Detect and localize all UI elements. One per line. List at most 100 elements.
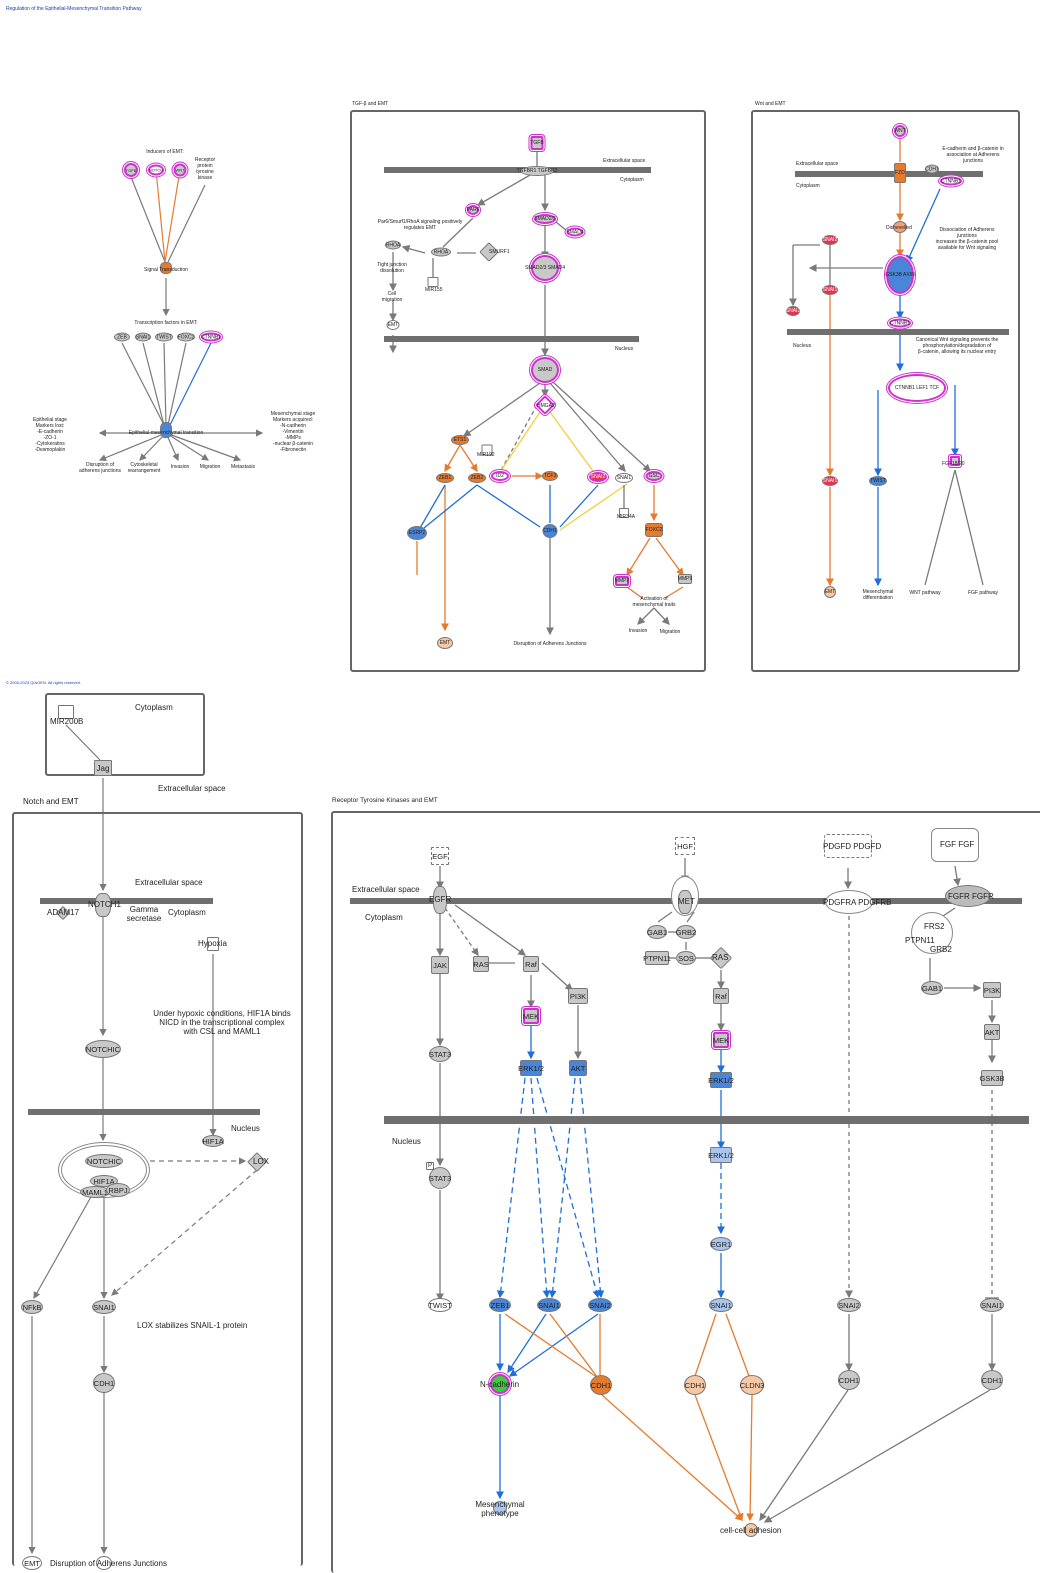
rtk-akt2[interactable]: AKT xyxy=(984,1024,1000,1040)
wnt-node-emt[interactable]: EMT xyxy=(824,586,836,598)
rtk-cdh1b[interactable]: CDH1 xyxy=(684,1375,706,1395)
rtk-cdh1d[interactable]: CDH1 xyxy=(981,1370,1003,1390)
tgf-node-tgfb[interactable]: TGFB xyxy=(530,136,544,150)
tgf-node-tcf3[interactable]: TCF3 xyxy=(542,471,558,481)
rtk-erk2[interactable]: ERK1/2 xyxy=(708,1072,734,1088)
tgf-node-emt[interactable]: EMT xyxy=(386,320,400,330)
wnt-node-fgf-shape[interactable] xyxy=(950,456,960,466)
wnt-node-frizzled[interactable]: FZD xyxy=(894,163,906,183)
emt-node[interactable] xyxy=(160,422,172,438)
wnt-node-ctnnb1a[interactable]: CTNNB1 xyxy=(940,176,962,186)
tf-zeb[interactable]: ZEB xyxy=(114,332,130,342)
rtk-mek[interactable]: MEK xyxy=(523,1008,539,1024)
notch-emt[interactable]: EMT xyxy=(22,1556,42,1570)
inducer-tgfb[interactable]: TGFB xyxy=(124,163,138,177)
tgf-node-smad-complex[interactable]: SMAD2/3 SMAD4 xyxy=(525,255,565,281)
tf-ctnnb1[interactable]: CTNNB1 xyxy=(201,332,222,342)
rtk-raf2[interactable]: Raf xyxy=(713,988,729,1004)
rtk-cldn3[interactable]: CLDN3 xyxy=(740,1375,764,1395)
rtk-raf[interactable]: Raf xyxy=(523,956,539,972)
rtk-mesenchymal-node[interactable] xyxy=(493,1501,507,1515)
tgf-node-snai1[interactable]: SNAI1 xyxy=(615,473,633,483)
tgf-node-rhoa[interactable]: RHOA xyxy=(385,240,401,250)
rtk-snai1[interactable]: SNAI1 xyxy=(537,1298,561,1312)
inducer-notch[interactable]: NOTCH xyxy=(148,164,164,176)
rtk-pdgf-box[interactable] xyxy=(824,834,872,858)
notch-notch1-shape[interactable] xyxy=(95,893,111,917)
rtk-akt[interactable]: AKT xyxy=(569,1060,587,1076)
notch-mir200b-shape[interactable] xyxy=(58,705,74,719)
tf-foxc2[interactable]: FOXC2 xyxy=(177,332,195,342)
tgf-node-smad23[interactable]: SMAD2/3 xyxy=(534,214,556,224)
tgf-node-foxc2[interactable]: FOXC2 xyxy=(645,523,663,537)
wnt-node-nuclear-complex[interactable]: CTNNB1 LEF1 TCF xyxy=(888,374,946,402)
tgf-node-mir192-shape[interactable] xyxy=(481,444,493,456)
tgf-node-zeb2[interactable]: ZEB2 xyxy=(468,473,486,483)
rtk-gsk3b[interactable]: GSK3B xyxy=(980,1070,1005,1086)
tf-twist[interactable]: TWIST xyxy=(155,332,173,342)
wnt-node-snai1b[interactable]: SNAI1 xyxy=(822,476,838,486)
notch-hypoxia-shape[interactable] xyxy=(207,937,219,951)
rtk-erk[interactable]: ERK1/2 xyxy=(518,1060,544,1076)
tgf-node-mmp2[interactable]: MMP2 xyxy=(614,576,630,586)
rtk-snai2b[interactable]: SNAI2 xyxy=(837,1298,861,1312)
tgf-node-snai2[interactable]: SNAI2 xyxy=(589,472,607,482)
rtk-adhesion-node[interactable] xyxy=(744,1523,758,1537)
wnt-node-snai1[interactable]: SNAI1 xyxy=(822,285,838,295)
tgf-node-mmp9[interactable]: MMP9 xyxy=(677,574,693,584)
tgf-node-tgfbr[interactable]: TGFBR1 TGFBR2 xyxy=(516,166,558,176)
rtk-jak[interactable]: JAK xyxy=(431,956,449,974)
rtk-fgf-box[interactable] xyxy=(931,828,979,862)
tgf-node-esrp2[interactable]: ESRP2 xyxy=(407,526,427,540)
rtk-cdh1[interactable]: CDH1 xyxy=(590,1375,612,1395)
rtk-egr1[interactable]: EGR1 xyxy=(710,1237,732,1251)
tgf-node-ets1[interactable]: ETS1 xyxy=(451,435,469,445)
tgf-node-rhoa2[interactable]: RHOA xyxy=(431,247,451,257)
notch-jag[interactable]: Jag xyxy=(94,760,112,776)
rtk-cdh1c[interactable]: CDH1 xyxy=(838,1370,860,1390)
rtk-stat3-nuc[interactable]: STAT3 xyxy=(429,1167,451,1189)
rtk-twist[interactable]: TWIST xyxy=(428,1298,452,1312)
rtk-pi3k[interactable]: PI3K xyxy=(568,988,588,1004)
rtk-frs2-complex[interactable] xyxy=(911,912,953,954)
rtk-ncadherin-shape[interactable] xyxy=(490,1374,510,1394)
rtk-pi3k2[interactable]: PI3K xyxy=(983,982,1001,998)
rtk-hgf[interactable]: HGF xyxy=(675,837,695,855)
tgf-node-cdh1[interactable]: CDH1 xyxy=(542,524,558,538)
tgf-node-gsc[interactable]: GSC xyxy=(645,471,663,481)
wnt-node-twist[interactable]: TWIST xyxy=(869,476,887,486)
signal-transduction-node[interactable] xyxy=(160,262,172,274)
tgf-node-mir34a-shape[interactable] xyxy=(619,508,629,518)
rtk-gab1[interactable]: GAB1 xyxy=(647,925,667,939)
tgf-node-par6[interactable]: PAR6 xyxy=(466,205,480,215)
notch-snai1[interactable]: SNAI1 xyxy=(92,1300,116,1314)
rtk-egf[interactable]: EGF xyxy=(431,847,449,865)
rtk-mek2[interactable]: MEK xyxy=(713,1032,729,1048)
rtk-pdgfr-shape[interactable] xyxy=(825,890,873,914)
rtk-ptpn11[interactable]: PTPN11 xyxy=(643,951,671,965)
rtk-fgfr-shape[interactable] xyxy=(945,885,991,907)
rtk-stat3[interactable]: STAT3 xyxy=(429,1046,451,1062)
wnt-node-cdh1[interactable]: CDH1 xyxy=(925,164,939,174)
wnt-node-ctnnb1c[interactable]: CTNNB1 xyxy=(889,318,911,328)
notch-nfkb[interactable]: NFkB xyxy=(21,1300,43,1314)
rtk-ras[interactable]: RAS xyxy=(473,956,489,972)
inducer-wnt[interactable]: WNT xyxy=(173,163,187,177)
rtk-sos[interactable]: SOS xyxy=(676,951,696,965)
tgf-node-mir155-shape[interactable] xyxy=(427,277,439,287)
tf-snai1[interactable]: SNAI1 xyxy=(135,332,151,342)
wnt-node-wnt[interactable]: WNT xyxy=(894,125,906,137)
rtk-grb2[interactable]: GRB2 xyxy=(676,925,696,939)
rtk-snai2[interactable]: SNAI2 xyxy=(588,1298,612,1312)
rtk-erk3[interactable]: ERK1/2 xyxy=(708,1147,734,1163)
rtk-met-shape[interactable] xyxy=(678,890,692,914)
notch-complex-notchic[interactable]: NOTCHIC xyxy=(85,1154,123,1168)
tgf-node-zeb1[interactable]: ZEB1 xyxy=(436,473,454,483)
wnt-node-snai2b[interactable]: SNAI2 xyxy=(785,306,801,316)
wnt-node-complex[interactable]: GSK3B AXIN xyxy=(885,256,915,294)
tgf-node-id2[interactable]: ID2 xyxy=(491,471,509,481)
rtk-snai1c[interactable]: SNAI1 xyxy=(980,1298,1004,1312)
notch-notchic[interactable]: NOTCHIC xyxy=(85,1040,121,1058)
rtk-zeb1[interactable]: ZEB1 xyxy=(489,1298,511,1312)
rtk-gab1b[interactable]: GAB1 xyxy=(921,981,943,995)
